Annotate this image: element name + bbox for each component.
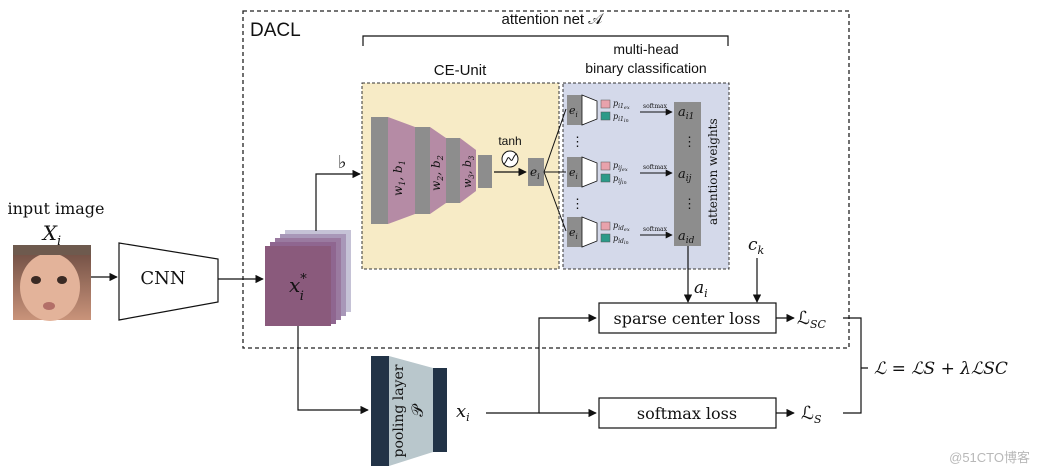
ce-layer-3-label: w3, b3	[461, 155, 476, 188]
ce-layer-2	[415, 127, 446, 214]
head-3-softmax: softmax	[643, 226, 668, 233]
ls-label: ℒS	[801, 403, 822, 426]
a-id: aid	[678, 229, 695, 246]
head-2	[567, 156, 673, 188]
ce-layer-1-label: w1, b1	[391, 160, 407, 196]
a-i1: ai1	[678, 105, 694, 122]
head-2-pex: pijex	[613, 161, 628, 173]
embedding-block	[528, 158, 544, 186]
head-3	[567, 216, 673, 248]
watermark: @51CTO博客	[949, 450, 1030, 465]
head-1-pex: pi1ex	[613, 99, 630, 111]
ai-label: ai	[694, 278, 708, 300]
head-3-pin: pidin	[613, 234, 629, 246]
head-2-pin: pijin	[613, 174, 627, 186]
input-face-image	[13, 245, 91, 321]
head-3-pex: pidex	[613, 221, 630, 233]
ce-layer-4	[478, 155, 492, 188]
arrow-features-to-pooling	[297, 326, 369, 415]
dots-2: ⋮	[571, 197, 584, 212]
flatten-symbol: ♭	[338, 152, 347, 173]
ce-layer-3	[446, 138, 476, 203]
head-1	[567, 94, 673, 126]
fanout-lines	[543, 108, 567, 232]
feature-map-symbol: x*i	[289, 272, 307, 304]
attention-net-label: attention net 𝒜	[502, 11, 605, 28]
ce-layer-2-label: w2, b2	[429, 155, 445, 191]
dacl-label: DACL	[250, 20, 301, 41]
dacl-container	[242, 10, 850, 349]
attention-net-bracket	[362, 35, 729, 46]
head-2-e: ei	[569, 166, 578, 181]
dots-1: ⋮	[571, 135, 584, 150]
sparse-center-loss-box	[598, 302, 777, 334]
ce-layer-1	[371, 117, 415, 224]
pooling-layer-block	[371, 356, 447, 466]
cnn-label: CNN	[140, 268, 185, 289]
feature-map-stack	[265, 230, 351, 326]
head-1-pin: pi1in	[613, 112, 629, 124]
attention-weights-label: attention weights	[706, 118, 720, 225]
arrow-features-to-ce-unit	[315, 169, 361, 231]
a-ij: aij	[678, 167, 692, 184]
loss-combine-bracket	[843, 317, 868, 414]
pooling-label-line2: 𝒫	[408, 403, 427, 417]
cnn-block	[118, 242, 219, 321]
lsc-label: ℒSC	[797, 308, 827, 331]
multihead-label-line1: multi-head	[613, 41, 678, 57]
tanh-label: tanh	[498, 134, 521, 148]
head-3-e: ei	[569, 226, 578, 241]
head-2-softmax: softmax	[643, 164, 668, 171]
attention-dots-1: ⋮	[683, 135, 696, 150]
softmax-loss-label: softmax loss	[637, 404, 737, 423]
attention-weights-bar	[674, 102, 701, 246]
arrow-xi-to-sparse-loss	[486, 313, 597, 414]
xi-label: xi	[456, 401, 470, 424]
ce-unit-label: CE-Unit	[434, 62, 487, 79]
input-image-title: input image	[7, 199, 104, 218]
ck-label: ck	[748, 235, 765, 257]
sparse-center-loss-label: sparse center loss	[614, 309, 761, 328]
pooling-label-line1: pooling layer	[391, 364, 407, 457]
input-image-symbol: Xi	[41, 221, 61, 249]
attention-dots-2: ⋮	[683, 197, 696, 212]
total-loss-formula: ℒ = ℒS + λℒSC	[874, 359, 1008, 379]
tanh-activation-icon	[501, 150, 519, 168]
embedding-label: ei	[530, 165, 540, 181]
head-1-e: ei	[569, 104, 578, 119]
head-1-softmax: softmax	[643, 103, 668, 110]
multihead-label-line2: binary classification	[585, 60, 706, 76]
